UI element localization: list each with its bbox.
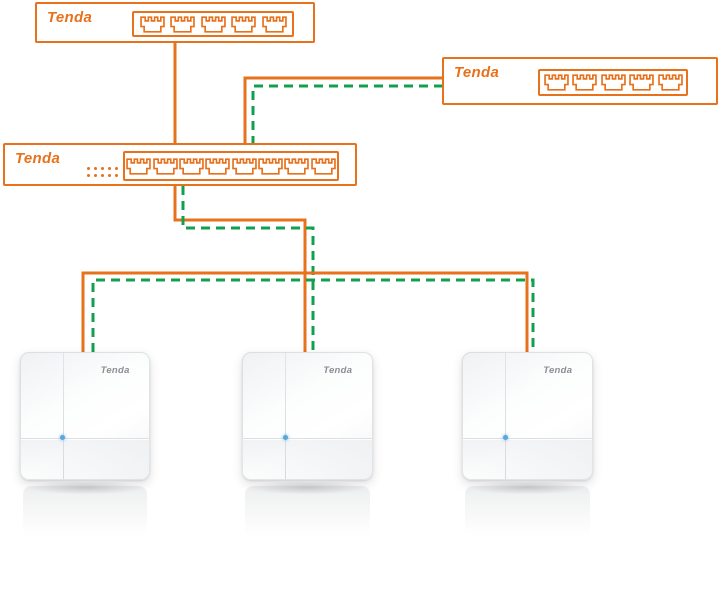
ap-body: Tenda	[242, 352, 373, 480]
access-point-2: Tenda	[235, 352, 380, 548]
rj45-port-icon	[284, 157, 310, 175]
ap-seam-horizontal	[243, 437, 372, 439]
ap-reflection	[244, 486, 371, 548]
ap-seam-vertical	[505, 353, 507, 479]
led-dot	[108, 167, 111, 170]
access-point-3: Tenda	[455, 352, 600, 548]
rj45-port-icon	[179, 157, 204, 175]
tenda-logo: Tenda	[47, 9, 93, 26]
led-dot	[87, 167, 90, 170]
rj45-port-icon	[600, 74, 626, 91]
rj45-port-icon	[629, 74, 654, 91]
switch-main: Tenda	[3, 143, 357, 186]
led-dot	[108, 174, 111, 177]
ap-bottom-panel	[20, 438, 150, 480]
cable-main-to-ap2-orange	[173, 186, 307, 352]
rj45-port-icon	[170, 15, 195, 33]
ap-shadow	[13, 482, 157, 500]
cable-branch-ap1-ap3-green	[91, 278, 535, 352]
ap-body: Tenda	[462, 352, 593, 480]
ap-shadow	[455, 482, 600, 500]
led-dot	[115, 167, 118, 170]
ap-reflection	[464, 486, 591, 548]
led-dot	[101, 174, 104, 177]
switch-top-right: Tenda	[442, 57, 718, 105]
port-panel	[132, 11, 294, 37]
cable-switch2-to-main-orange	[243, 76, 443, 143]
ap-seam-horizontal	[21, 437, 149, 439]
rj45-port-icon	[152, 157, 178, 175]
ap-seam-vertical	[285, 353, 287, 479]
rj45-port-icon	[543, 74, 569, 91]
tenda-logo: Tenda	[543, 364, 573, 376]
cable-switch2-to-main-green	[251, 84, 443, 143]
tenda-logo: Tenda	[323, 364, 353, 376]
cable-branch-ap1-ap3-orange	[81, 271, 529, 352]
rj45-port-icon	[200, 15, 226, 33]
led-dot	[94, 174, 97, 177]
led-indicator-grid	[87, 167, 118, 177]
ap-led-indicator	[282, 435, 288, 441]
led-dot	[101, 167, 104, 170]
tenda-logo: Tenda	[15, 150, 61, 167]
rj45-port-icon	[261, 15, 287, 33]
ap-led-indicator	[502, 435, 508, 441]
rj45-port-icon	[310, 157, 336, 175]
rj45-port-icon	[126, 157, 152, 175]
ap-reflection	[22, 486, 148, 548]
ap-body: Tenda	[20, 352, 150, 480]
tenda-logo: Tenda	[454, 64, 500, 81]
ap-seam-horizontal	[463, 437, 592, 439]
cable-main-to-ap2-green	[181, 186, 315, 352]
access-point-1: Tenda	[13, 352, 157, 548]
rj45-port-icon	[572, 74, 597, 91]
port-panel	[538, 69, 688, 96]
ap-led-indicator	[60, 435, 66, 441]
led-dot	[87, 174, 90, 177]
rj45-port-icon	[139, 15, 165, 33]
rj45-port-icon	[657, 74, 683, 91]
rj45-port-icon	[231, 157, 257, 175]
led-dot	[94, 167, 97, 170]
rj45-port-icon	[258, 157, 283, 175]
tenda-logo: Tenda	[100, 364, 130, 376]
ap-seam-vertical	[62, 353, 64, 479]
ap-bottom-panel	[462, 438, 593, 480]
rj45-port-icon	[205, 157, 231, 175]
switch-top-left: Tenda	[35, 2, 315, 43]
port-panel	[123, 151, 339, 181]
led-dot	[115, 174, 118, 177]
rj45-port-icon	[231, 15, 256, 33]
ap-shadow	[235, 482, 380, 500]
ap-bottom-panel	[242, 438, 373, 480]
